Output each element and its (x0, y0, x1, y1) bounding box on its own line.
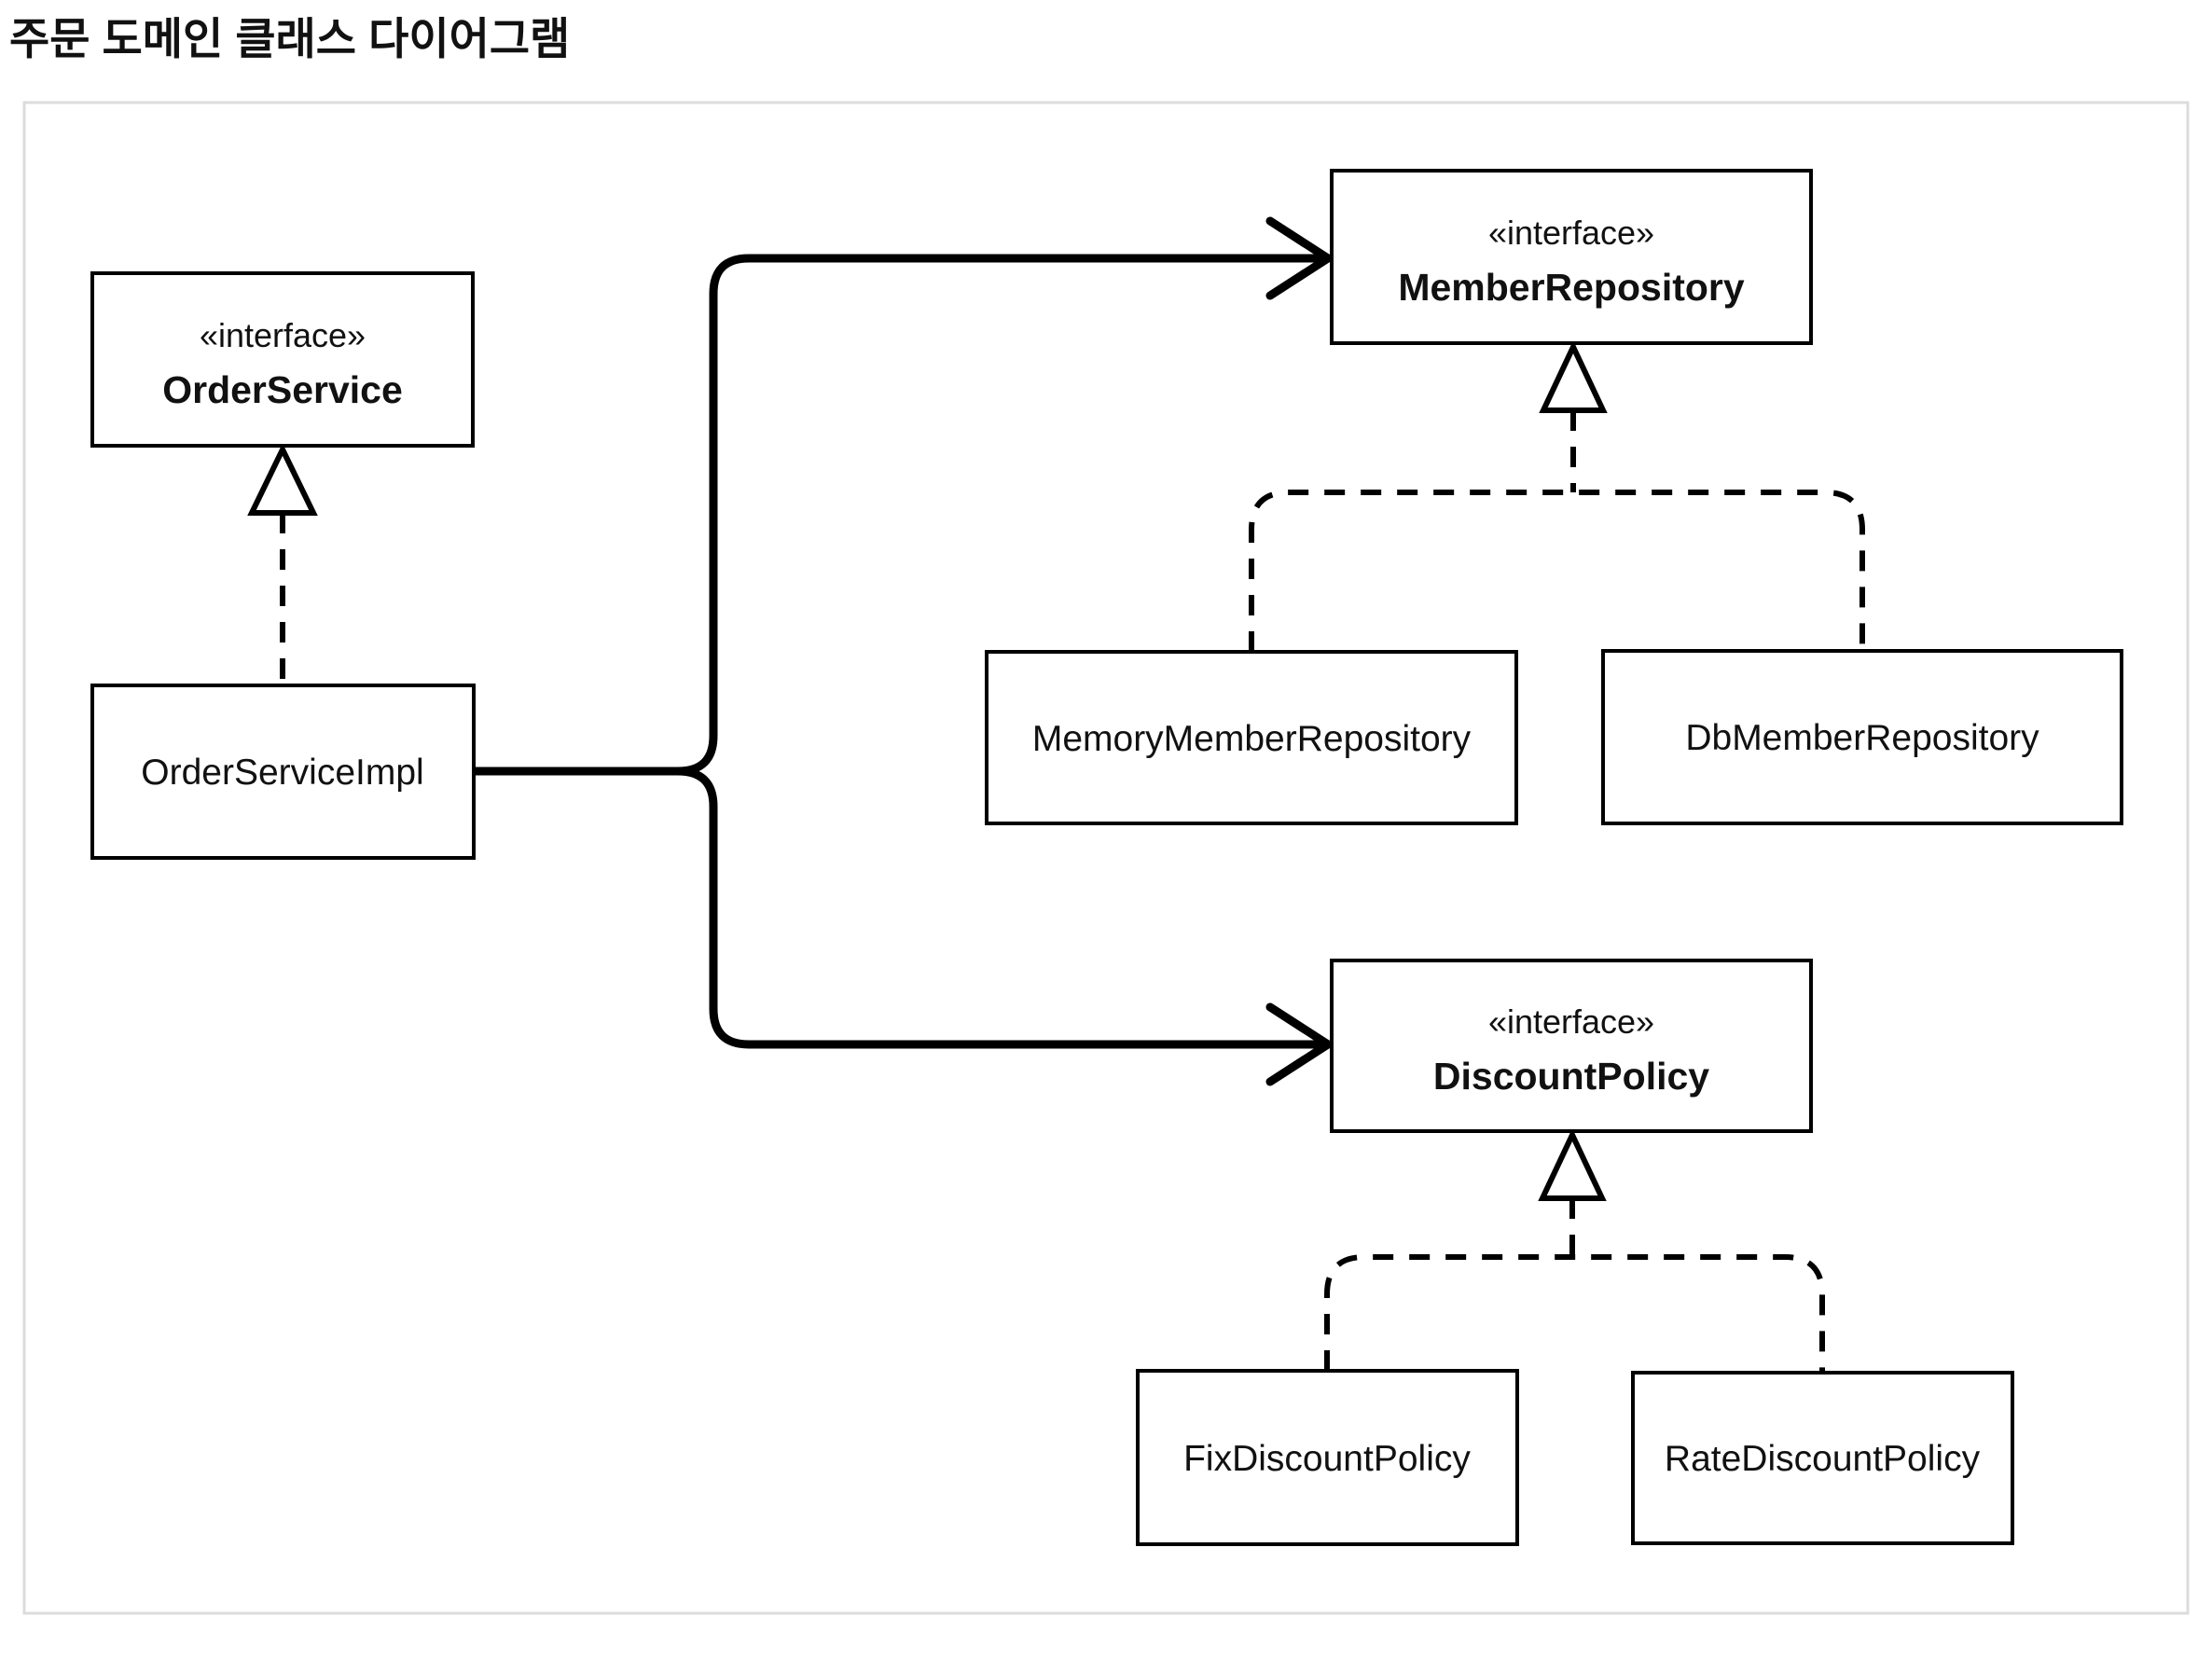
order-service-stereotype: «interface» (200, 316, 366, 354)
member-repository-stereotype: «interface» (1488, 214, 1654, 252)
open-arrowhead-discount-policy (1265, 1002, 1333, 1086)
db-member-repository-name: DbMemberRepository (1685, 718, 2039, 758)
order-service-impl-box (90, 684, 476, 860)
node-order-service-impl: OrderServiceImpl (90, 684, 476, 860)
node-discount-policy: «interface» DiscountPolicy (1330, 959, 1813, 1133)
order-service-name: OrderService (162, 368, 403, 411)
open-arrowhead-member-repository (1265, 216, 1333, 300)
fix-discount-policy-name: FixDiscountPolicy (1183, 1439, 1471, 1479)
realization-bracket-member-repository (1249, 490, 1865, 652)
node-rate-discount-policy: RateDiscountPolicy (1631, 1371, 2014, 1545)
order-service-impl-name: OrderServiceImpl (141, 753, 423, 793)
discount-policy-name: DiscountPolicy (1433, 1055, 1709, 1098)
node-memory-member-repository: MemoryMemberRepository (985, 650, 1518, 825)
node-order-service: «interface» OrderService (90, 271, 475, 448)
discount-policy-stereotype: «interface» (1488, 1002, 1654, 1041)
realization-bracket-discount-policy (1324, 1254, 1825, 1373)
dependency-line-discount-policy (474, 767, 1320, 1049)
rate-discount-policy-name: RateDiscountPolicy (1665, 1439, 1981, 1479)
member-repository-name: MemberRepository (1398, 266, 1745, 309)
db-member-repository-box (1601, 649, 2123, 825)
memory-member-repository-name: MemoryMemberRepository (1032, 719, 1472, 759)
rate-discount-policy-box (1631, 1371, 2014, 1545)
memory-member-repository-box (985, 650, 1518, 825)
connectors (247, 216, 1865, 1373)
fix-discount-policy-box (1136, 1369, 1519, 1546)
order-service-box (90, 271, 475, 448)
node-member-repository: «interface» MemberRepository (1330, 169, 1813, 345)
node-fix-discount-policy: FixDiscountPolicy (1136, 1369, 1519, 1546)
member-repository-box (1330, 169, 1813, 345)
node-db-member-repository: DbMemberRepository (1601, 649, 2123, 825)
page-title: 주문 도메인 클래스 다이어그램 (9, 14, 570, 63)
discount-policy-box (1330, 959, 1813, 1133)
